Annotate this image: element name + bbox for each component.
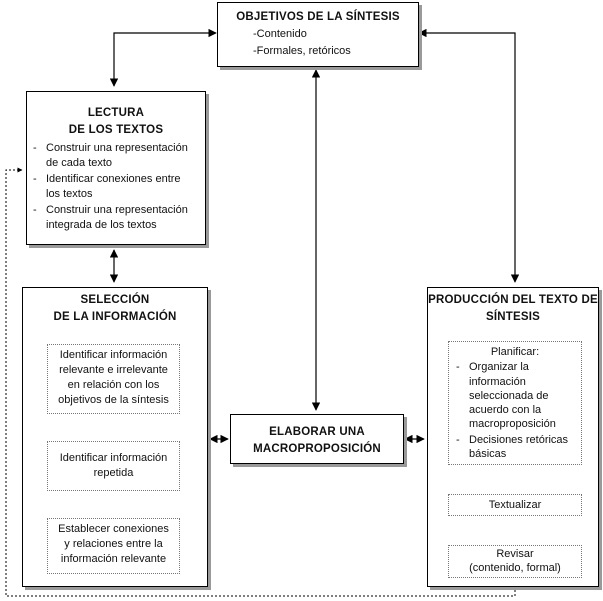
- objetivos-item-contenido: -Contenido: [253, 28, 307, 40]
- sub3-line3: información relevante: [60, 553, 167, 565]
- lectura-bullet: -: [33, 142, 37, 154]
- lectura-item-3-line1: Construir una representación: [46, 204, 188, 216]
- produccion-sub-revisar: Revisar (contenido, formal): [448, 545, 582, 578]
- sub1-line1: Identificar información: [59, 349, 168, 361]
- sub1-line4: objetivos de la síntesis: [58, 394, 169, 406]
- plan-bullet: -: [456, 434, 460, 446]
- elaborar-box: ELABORAR UNA MACROPROPOSICIÓN: [230, 414, 404, 464]
- arrow-objetivos-lectura: [109, 28, 217, 87]
- lectura-item-2-line1: Identificar conexiones entre: [46, 173, 181, 185]
- objetivos-title: OBJETIVOS DE LA SÍNTESIS: [236, 11, 400, 23]
- produccion-sub-textualizar: Textualizar: [448, 494, 582, 516]
- lectura-bullet: -: [33, 173, 37, 185]
- plan-item-1-line4: acuerdo con la: [469, 404, 542, 416]
- lectura-item-1-line1: Construir una representación: [46, 142, 188, 154]
- textualizar-label: Textualizar: [488, 499, 542, 511]
- elaborar-line1: ELABORAR UNA: [269, 426, 365, 438]
- objetivos-item-formales: -Formales, retóricos: [253, 45, 351, 57]
- lectura-bullet: -: [33, 204, 37, 216]
- produccion-sub-planificar: Planificar: - Organizar la información s…: [448, 341, 582, 465]
- sub2-line2: repetida: [93, 467, 134, 479]
- lectura-item-3-line2: integrada de los textos: [46, 219, 157, 231]
- produccion-title-line2: SÍNTESIS: [485, 311, 540, 323]
- sub1-line3: en relación con los: [67, 379, 160, 391]
- revisar-line2: (contenido, formal): [469, 562, 561, 574]
- lectura-title-line2: DE LOS TEXTOS: [68, 124, 164, 136]
- lectura-item-2-line2: los textos: [46, 188, 93, 200]
- sub3-line1: Establecer conexiones: [58, 523, 169, 535]
- arrow-objetivos-produccion: [418, 28, 520, 283]
- lectura-box: LECTURA DE LOS TEXTOS - Construir una re…: [26, 91, 206, 245]
- seleccion-title-line1: SELECCIÓN: [80, 294, 150, 306]
- seleccion-title-line2: DE LA INFORMACIÓN: [53, 311, 177, 323]
- plan-item-1-line1: Organizar la: [469, 361, 529, 373]
- plan-item-1-line3: seleccionada de: [469, 390, 549, 402]
- sub2-line1: Identificar información: [59, 452, 168, 464]
- seleccion-sub-identificar-repetida: Identificar información repetida: [47, 441, 180, 491]
- revisar-line1: Revisar: [496, 548, 534, 560]
- seleccion-sub-establecer-conexiones: Establecer conexiones y relaciones entre…: [47, 518, 180, 574]
- plan-item-1-line2: información: [469, 376, 526, 388]
- plan-item-2-line1: Decisiones retóricas: [469, 434, 569, 446]
- produccion-title-line1: PRODUCCIÓN DEL TEXTO DE: [428, 294, 598, 306]
- seleccion-sub-identificar-relevante: Identificar información relevante e irre…: [47, 344, 180, 414]
- objetivos-box: OBJETIVOS DE LA SÍNTESIS -Contenido -For…: [217, 2, 419, 67]
- plan-item-1-line5: macroproposición: [469, 418, 556, 430]
- sub3-line2: y relaciones entre la: [64, 538, 163, 550]
- planificar-label: Planificar:: [490, 346, 540, 358]
- lectura-title-line1: LECTURA: [87, 107, 145, 119]
- plan-bullet: -: [456, 361, 460, 373]
- lectura-item-1-line2: de cada texto: [46, 157, 113, 169]
- plan-item-2-line2: básicas: [469, 448, 507, 460]
- sub1-line2: relevante e irrelevante: [59, 364, 168, 376]
- elaborar-line2: MACROPROPOSICIÓN: [253, 443, 381, 455]
